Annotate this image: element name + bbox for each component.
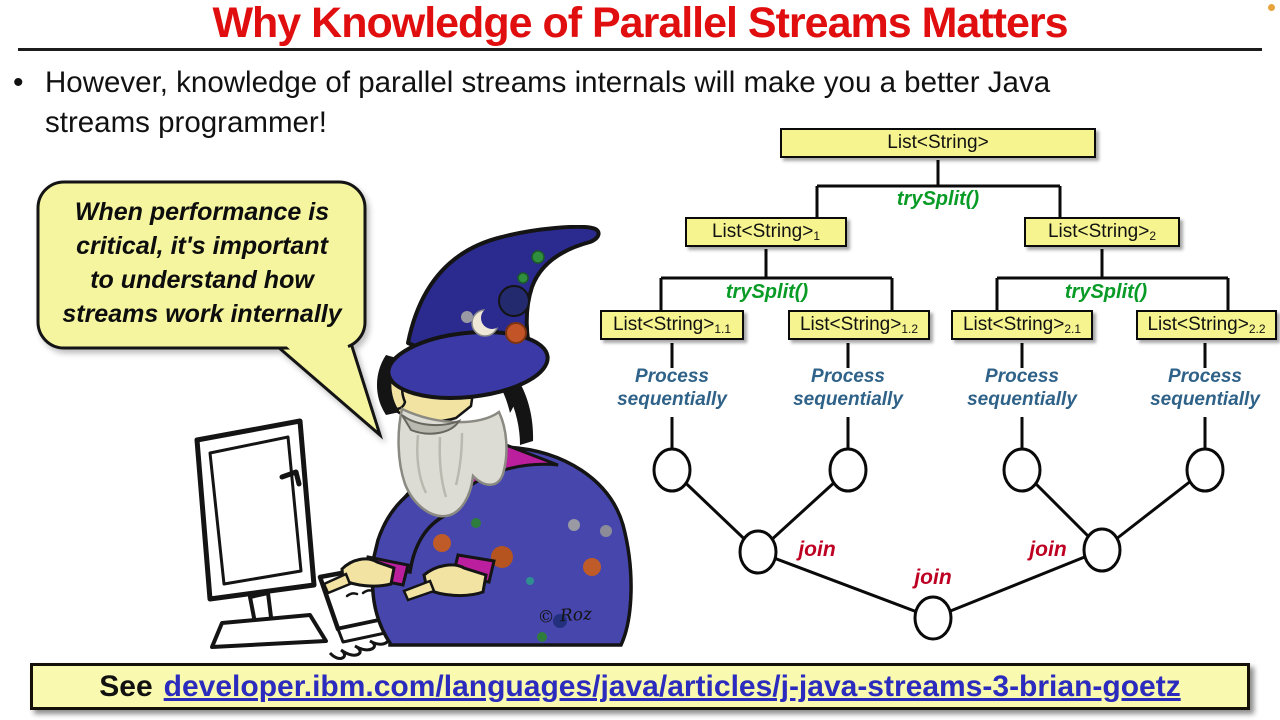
trysplit-label-left: trySplit() (725, 281, 809, 303)
node-list-2-2: List<String>2.2 (1136, 310, 1277, 340)
computer-monitor-icon (194, 418, 328, 649)
slide-title: Why Knowledge of Parallel Streams Matter… (212, 0, 1068, 47)
node-list-2: List<String>2 (1024, 217, 1180, 247)
wizard-right-hand (422, 563, 488, 598)
title-underline (18, 48, 1262, 51)
speech-bubble (36, 180, 384, 440)
corner-dot (1268, 4, 1275, 11)
artist-signature: © Roz (537, 604, 594, 628)
wizard-figure: © Roz (322, 225, 633, 647)
wizard-beard (397, 407, 508, 518)
reference-box: See developer.ibm.com/languages/java/art… (30, 663, 1250, 710)
reference-prefix: See (99, 669, 153, 703)
join-label-right: join (1029, 538, 1067, 561)
node-list-1-2: List<String>1.2 (788, 310, 930, 340)
speech-bubble-body (36, 180, 367, 350)
wizard-cartoon: © Roz (194, 225, 633, 660)
forkjoin-diagram: List<String> List<String>1 List<String>2… (590, 120, 1280, 665)
speech-bubble-tail-fill (274, 335, 376, 427)
join-label-left: join (798, 538, 836, 561)
bullet-line-1: However, knowledge of parallel streams i… (45, 66, 1051, 99)
node-list-1: List<String>1 (685, 217, 847, 247)
trysplit-label-top: trySplit() (896, 188, 980, 210)
join-label-bottom: join (914, 566, 952, 589)
bullet-text: However, knowledge of parallel streams i… (45, 63, 1265, 143)
node-list-1-1: List<String>1.1 (600, 310, 744, 340)
wizard-left-hand (340, 557, 396, 588)
bullet-marker: • (13, 66, 24, 99)
node-root: List<String> (780, 128, 1096, 158)
reference-link[interactable]: developer.ibm.com/languages/java/article… (163, 669, 1181, 703)
node-list-2-1: List<String>2.1 (951, 310, 1093, 340)
tree-connectors (652, 160, 1230, 641)
trysplit-label-right: trySplit() (1064, 281, 1148, 303)
wizard-hat (386, 225, 601, 400)
task-nodes (652, 447, 1225, 641)
bullet-line-2: streams programmer! (45, 106, 327, 139)
speech-bubble-text: When performance is critical, it's impor… (62, 198, 342, 328)
